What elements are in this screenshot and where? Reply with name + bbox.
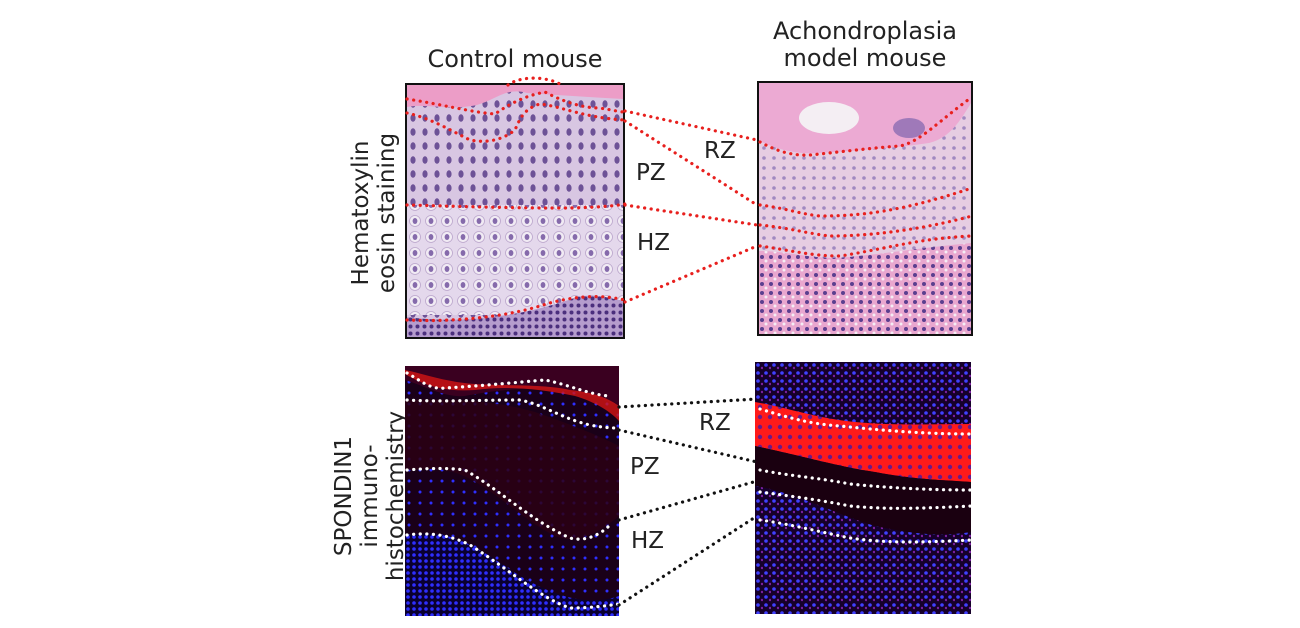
column-title-achondroplasia-line1: Achondroplasia <box>772 17 958 45</box>
he-zone-label-pz: PZ <box>636 160 666 186</box>
row-label-ihc-line1: SPONDIN1 <box>331 435 357 557</box>
column-title-control: Control mouse <box>427 45 603 73</box>
ihc-zone-label-hz: HZ <box>631 528 665 554</box>
ihc-connectors <box>617 397 759 607</box>
column-title-achondroplasia-line2: model mouse <box>783 44 947 72</box>
row-label-ihc: SPONDIN1 immuno- histochemistry <box>331 371 411 621</box>
row-label-he: Hematoxylin eosin staining <box>348 93 404 333</box>
ihc-zone-label-rz: RZ <box>699 410 731 436</box>
ihc-achondroplasia-tissue-image <box>755 362 971 614</box>
ihc-zone-label-pz: PZ <box>630 454 660 480</box>
he-control-tissue-image <box>407 85 623 337</box>
ihc-control-tissue-image <box>405 366 619 616</box>
he-zone-label-rz: RZ <box>704 138 736 164</box>
he-achondroplasia-panel <box>757 81 973 336</box>
he-achondroplasia-tissue-image <box>759 83 971 334</box>
ihc-control-panel <box>405 366 619 616</box>
row-label-he-line2: eosin staining <box>374 132 400 294</box>
row-label-ihc-line2: immuno- <box>357 444 383 548</box>
column-title-achondroplasia: Achondroplasia model mouse <box>740 18 990 72</box>
ihc-achondroplasia-panel <box>755 362 971 614</box>
he-zone-label-hz: HZ <box>637 230 671 256</box>
row-label-he-line1: Hematoxylin <box>348 140 374 286</box>
he-control-panel <box>405 83 625 339</box>
